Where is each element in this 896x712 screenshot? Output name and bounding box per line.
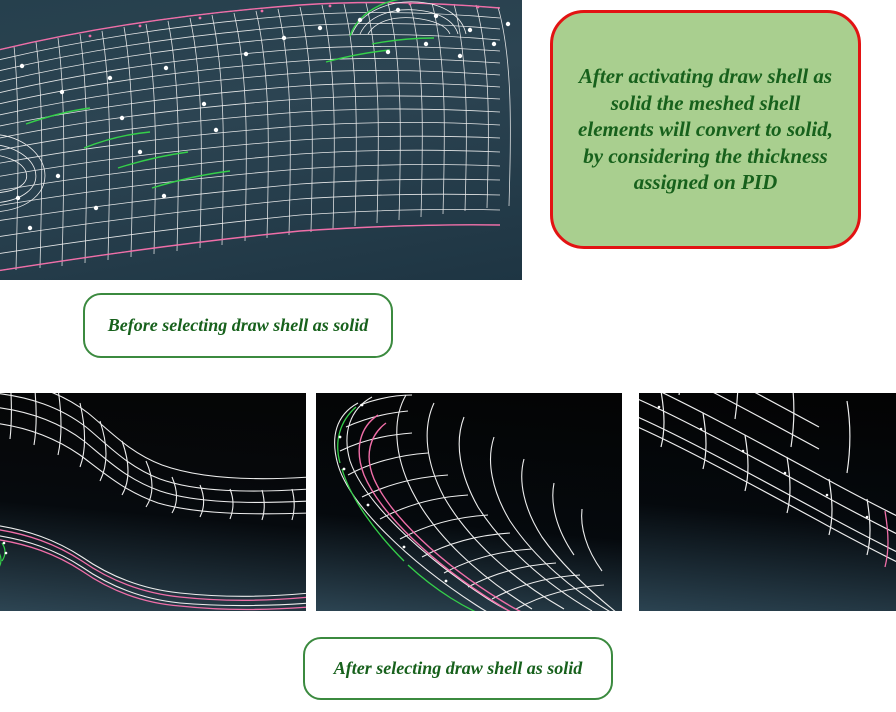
viewport-after-solid-view-1[interactable] [0, 393, 306, 611]
callout-main-note-text: After activating draw shell as solid the… [578, 64, 833, 195]
callout-before-label-text: Before selecting draw shell as solid [107, 315, 369, 336]
viewport-after-solid-view-3[interactable] [639, 393, 896, 611]
callout-after-label: After selecting draw shell as solid [303, 637, 613, 700]
mesh-solid-view-3 [639, 393, 896, 568]
callout-main-note: After activating draw shell as solid the… [550, 10, 861, 249]
callout-after-label-text: After selecting draw shell as solid [333, 658, 583, 679]
viewport-after-solid-view-2[interactable] [316, 393, 622, 611]
mesh-solid-view-2 [334, 394, 616, 611]
viewport-before-draw-shell-as-solid[interactable] [0, 0, 522, 280]
mesh-solid-view-1 [0, 393, 306, 611]
mesh-wireframe-before [0, 0, 511, 272]
callout-before-label: Before selecting draw shell as solid [83, 293, 393, 358]
